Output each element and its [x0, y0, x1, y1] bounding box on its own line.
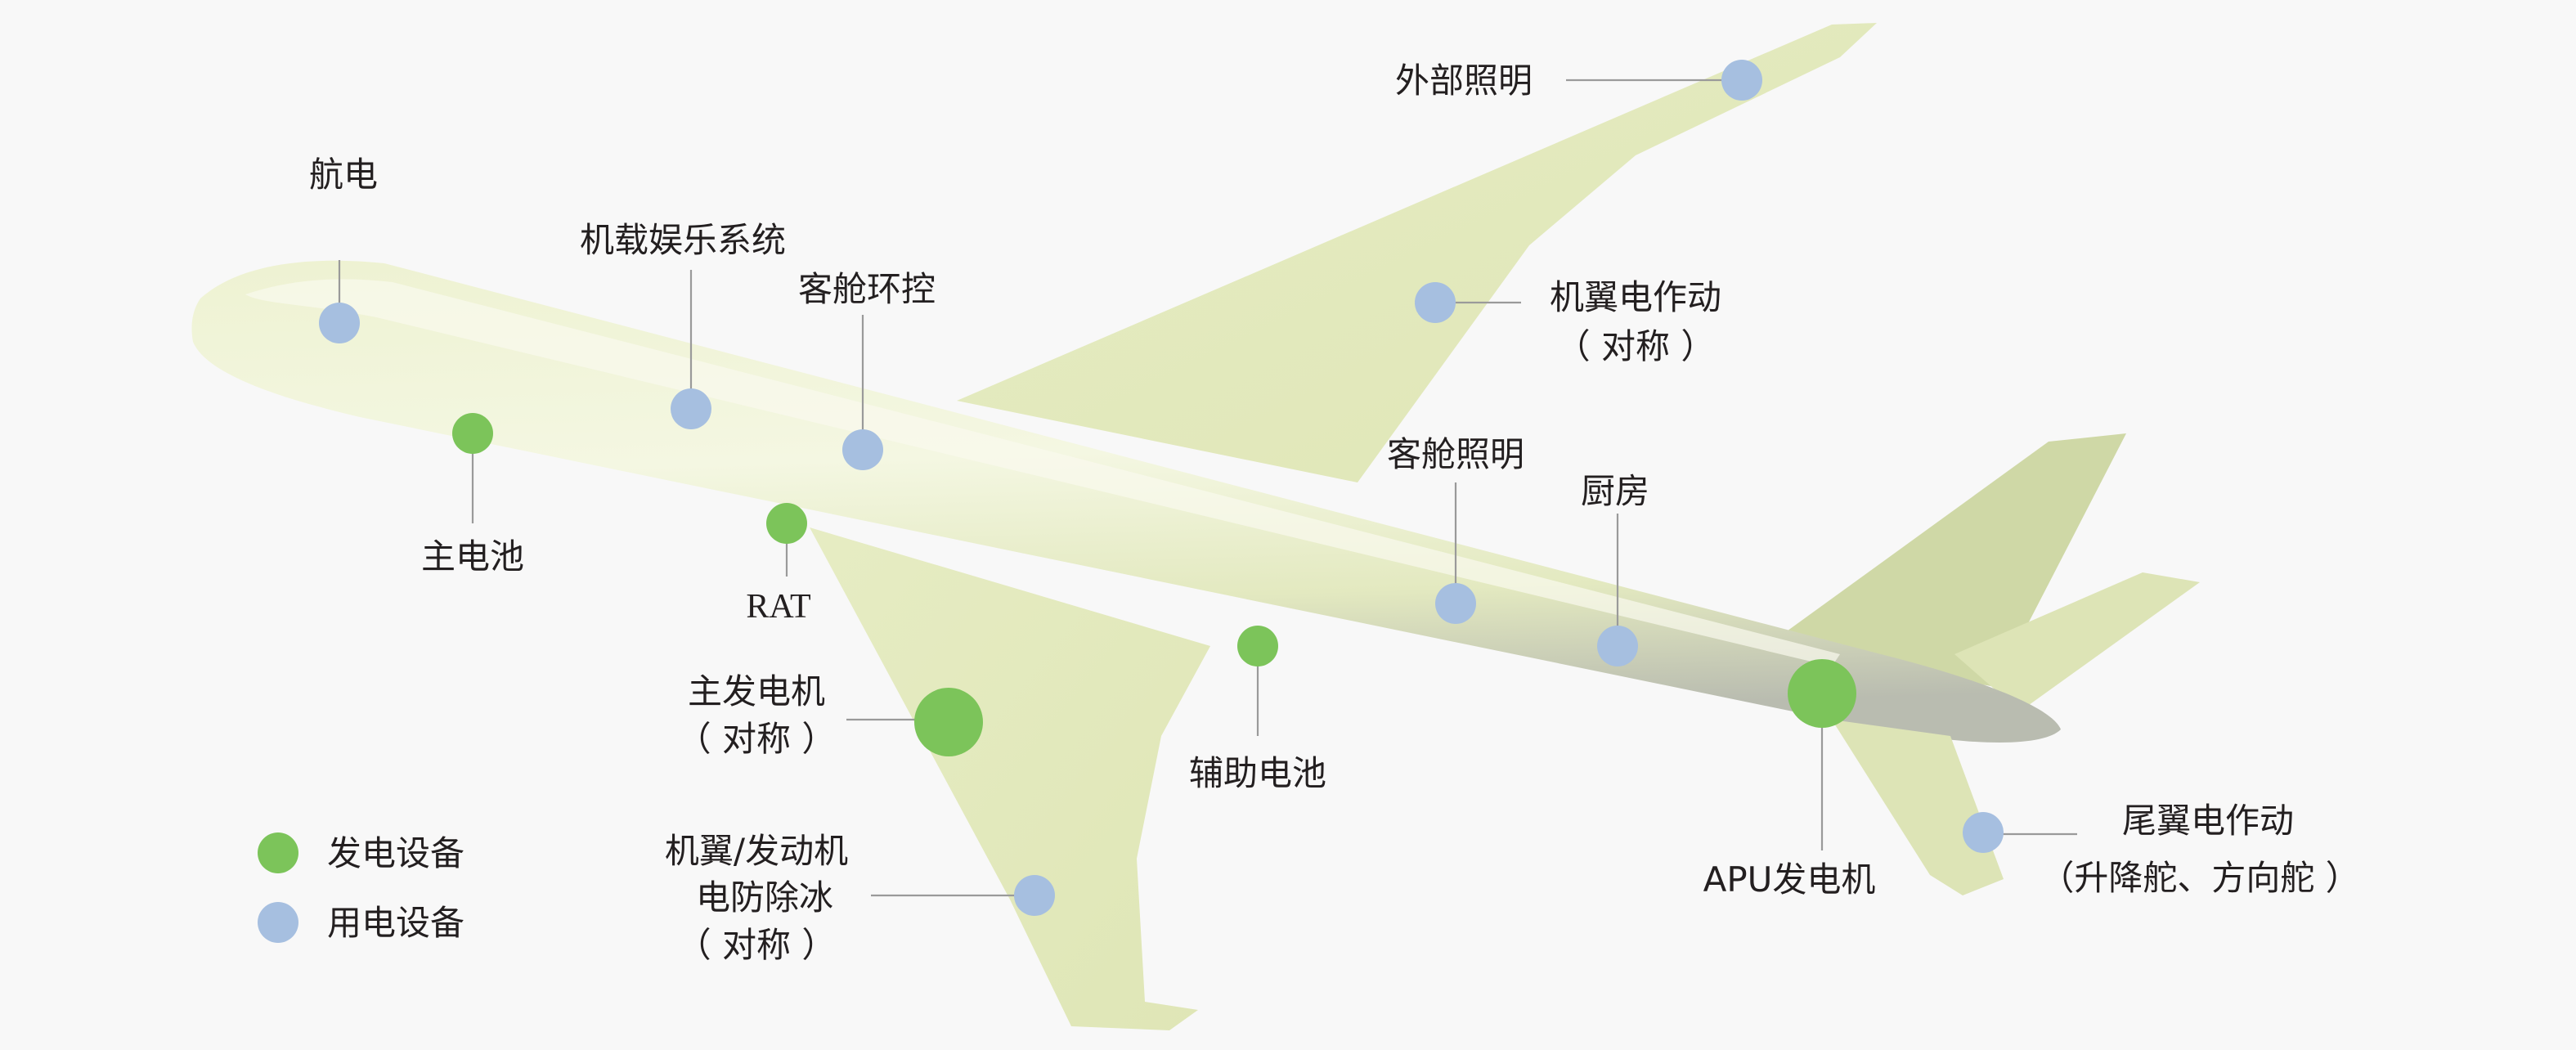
- label-deicing-line1: 机翼/发动机: [665, 831, 848, 871]
- label-wing-actuation-line1: 机翼电作动: [1550, 277, 1721, 317]
- dot-cabin-ecs: [842, 429, 883, 470]
- label-cabin-ecs: 客舱环控: [798, 269, 936, 309]
- label-main-battery: 主电池: [421, 536, 524, 577]
- label-ife: 机载娱乐系统: [580, 220, 786, 260]
- equipment-dots: [319, 60, 2004, 916]
- label-aux-battery: 辅助电池: [1189, 753, 1326, 793]
- label-exterior-lighting: 外部照明: [1395, 61, 1533, 101]
- label-deicing-line2: 电防除冰: [696, 877, 833, 918]
- label-rat: RAT: [746, 588, 810, 626]
- label-avionics: 航电: [309, 155, 378, 195]
- legend: 发电设备 用电设备: [258, 832, 464, 943]
- vertical-stabilizer: [1766, 433, 2126, 687]
- dot-ife: [671, 388, 711, 429]
- dot-tail-actuation: [1963, 812, 2004, 853]
- label-apu-generator: APU发电机: [1703, 859, 1876, 900]
- label-cabin-lighting: 客舱照明: [1387, 434, 1524, 474]
- dot-cabin-lighting: [1435, 583, 1476, 624]
- lower-wing: [810, 527, 1210, 1030]
- label-galley: 厨房: [1581, 471, 1649, 511]
- dot-apu-generator: [1788, 659, 1856, 728]
- label-tail-actuation-line1: 尾翼电作动: [2122, 801, 2294, 841]
- legend-generation-swatch: [258, 832, 298, 873]
- upper-wing: [957, 23, 1877, 482]
- label-deicing-line3: （ 对称 ）: [677, 925, 837, 965]
- legend-generation-label: 发电设备: [327, 833, 464, 873]
- dot-avionics: [319, 303, 360, 343]
- fuselage-highlight: [245, 279, 1840, 666]
- dot-aux-battery: [1237, 626, 1278, 666]
- label-wing-actuation-line2: （ 对称 ）: [1556, 326, 1716, 366]
- far-horizontal-stabilizer: [1954, 572, 2200, 711]
- dot-exterior-lighting: [1721, 60, 1762, 101]
- dot-deicing: [1014, 875, 1055, 916]
- legend-load-label: 用电设备: [327, 903, 464, 943]
- dot-rat: [766, 503, 807, 544]
- dot-galley: [1597, 626, 1638, 666]
- label-main-generator-line2: （ 对称 ）: [677, 719, 837, 759]
- dot-wing-actuation: [1415, 282, 1456, 323]
- label-tail-actuation-line2: （升降舵、方向舵 ）: [2040, 858, 2359, 898]
- legend-load-swatch: [258, 902, 298, 943]
- labels: 航电 机载娱乐系统 客舱环控 外部照明 机翼电作动 （ 对称 ） 客舱照明 厨房…: [309, 61, 2360, 965]
- near-horizontal-stabilizer: [1832, 720, 2004, 895]
- dot-main-generator: [914, 688, 983, 756]
- dot-main-battery: [452, 413, 493, 454]
- label-main-generator-line1: 主发电机: [688, 671, 825, 711]
